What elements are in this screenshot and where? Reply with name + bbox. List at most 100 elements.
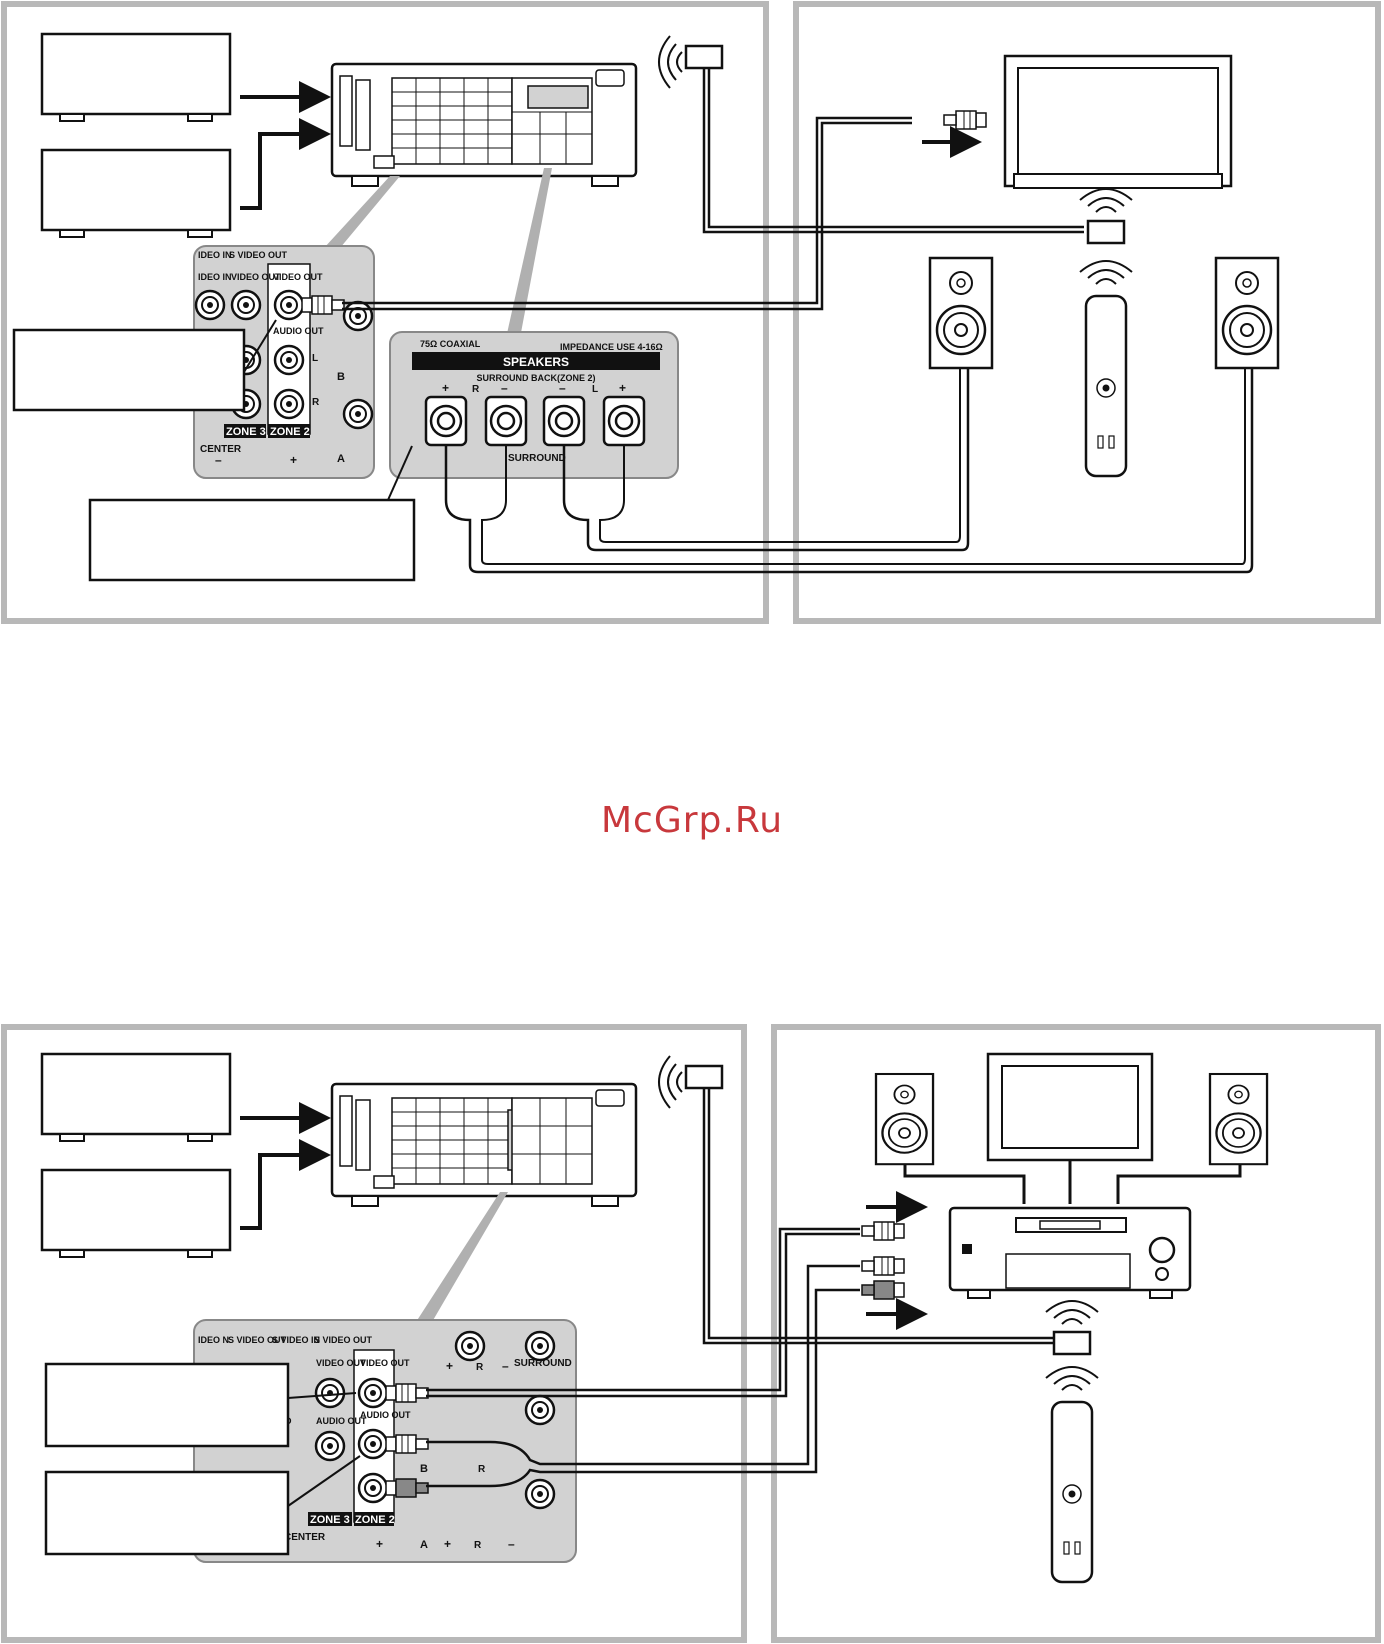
label-audio-out: AUDIO OUT: [273, 326, 324, 336]
b-label-b: B: [420, 1463, 428, 1475]
av-rca-video: [861, 1221, 905, 1241]
jack-video-out: [273, 289, 305, 321]
source-component-2: [40, 148, 232, 239]
ir-cable-inner: [707, 68, 1084, 229]
callout-pointer-2: [387, 445, 413, 501]
ir-waves-icon: [658, 35, 683, 89]
speaker-zone2-left: [874, 1072, 935, 1166]
arrow-source-4: [240, 1139, 331, 1230]
b-label-minus-2: –: [508, 1537, 515, 1551]
callout-box-3: [44, 1362, 290, 1448]
b-jack-right-1: [524, 1394, 556, 1426]
jack-panel-bottom: IDEO N S VIDEO OUT S VIDEO IN S VIDEO OU…: [193, 1319, 577, 1563]
receiver-rear-panel: [330, 62, 638, 187]
bottom-right-panel-frame: [771, 1024, 1381, 1643]
b-label-plus-3: +: [444, 1537, 451, 1551]
zoom-line-left: [324, 176, 400, 248]
label-surround-back: SURROUND BACK(ZONE 2): [477, 373, 596, 383]
b-jack-surround-2: [524, 1330, 556, 1362]
speaker-wire-r-outer: [444, 368, 1254, 574]
b-jack-audio-small: [314, 1430, 346, 1462]
b-label-a: A: [420, 1539, 428, 1551]
bottom-left-panel-frame: [1, 1024, 747, 1643]
b-label-surround: SURROUND: [514, 1358, 572, 1369]
remote-waves-zone2-icon: [1045, 1366, 1099, 1391]
sp-r: R: [472, 384, 480, 395]
label-r: R: [312, 397, 320, 408]
b-label-video-out-small: VIDEO OUT: [316, 1358, 366, 1368]
label-l: L: [312, 353, 318, 364]
sp-plus-2: +: [619, 381, 626, 395]
b-video-cable-outer: [426, 1227, 860, 1392]
label-video-out: VIDEO OUT: [273, 272, 323, 282]
b-jack-video-small: [314, 1377, 346, 1409]
label-zone3: ZONE 3: [226, 426, 266, 438]
b-label-ideo-n: IDEO N: [198, 1335, 229, 1345]
av-rca-audio-r: [861, 1280, 905, 1300]
b-jack-right-2: [524, 1478, 556, 1510]
label-speakers: SPEAKERS: [503, 355, 569, 369]
binding-post-l-minus: [542, 395, 586, 447]
label-zone2: ZONE 2: [270, 426, 310, 438]
ir-cable-bottom-outer: [702, 1088, 1058, 1345]
sp-minus-1: –: [501, 381, 508, 395]
ir-emitter-icon: [684, 44, 724, 70]
callout-pointer-1: [243, 319, 277, 373]
source-component-4: [40, 1168, 232, 1259]
av-rca-audio-l: [861, 1256, 905, 1276]
sp-minus-2: –: [559, 381, 566, 395]
b-label-audio-out-small: AUDIO OUT: [316, 1416, 367, 1426]
b-label-zone3: ZONE 3: [310, 1514, 350, 1526]
callout-pointer-3: [287, 1392, 357, 1399]
label-minus: –: [215, 453, 222, 467]
b-label-audio-out: AUDIO OUT: [360, 1410, 411, 1420]
binding-post-r-minus: [484, 395, 528, 447]
label-video-out-small: VIDEO OUT: [231, 272, 281, 282]
sp-l: L: [592, 384, 598, 395]
label-b: B: [337, 371, 345, 383]
label-surround: SURROUND: [508, 453, 566, 464]
b-audio-cable-r: [426, 1288, 860, 1488]
b-label-video-out: VIDEO OUT: [360, 1358, 410, 1368]
ir-waves-zone2-icon: [1045, 1300, 1099, 1325]
b-label-zone2: ZONE 2: [355, 1514, 395, 1526]
binding-post-l-plus: [602, 395, 646, 447]
top-left-panel-frame: [1, 1, 769, 624]
video-cable-inner: [342, 121, 912, 311]
ir-emitter-bottom-icon: [684, 1064, 724, 1090]
callout-box-1: [12, 328, 246, 412]
b-jack-surround-1: [454, 1330, 486, 1362]
speaker-zone2-right: [1208, 1072, 1269, 1166]
label-svideo-out: S VIDEO OUT: [229, 250, 288, 260]
label-plus: +: [290, 453, 297, 467]
sp-plus-1: +: [442, 381, 449, 395]
video-cable-outer: [342, 116, 912, 305]
jack-svideo-out: [230, 289, 262, 321]
callout-box-2: [88, 498, 416, 582]
label-ideo-in-1: IDEO IN: [198, 250, 232, 260]
b-label-plus-1: +: [446, 1359, 453, 1373]
label-ideo-in-2: IDEO IN: [198, 272, 232, 282]
label-impedance: IMPEDANCE USE 4-16Ω: [560, 342, 663, 352]
remote-control: [1084, 294, 1128, 478]
jack-audio-out-l: [273, 344, 305, 376]
ir-receiver-icon: [1086, 219, 1126, 245]
speaker-wire-l-inner: [599, 368, 961, 543]
ir-waves-bottom-icon: [658, 1055, 683, 1109]
av-receiver: [948, 1206, 1192, 1299]
b-jack-audio-out-r: [357, 1472, 389, 1504]
callout-pointer-4: [287, 1455, 361, 1507]
av-speaker-wires: [903, 1160, 1242, 1204]
tv-set: [1003, 54, 1233, 189]
remote-waves-icon: [1079, 260, 1133, 285]
callout-box-4: [44, 1470, 290, 1556]
jack-video-in: [194, 289, 226, 321]
b-jack-video-out: [357, 1377, 389, 1409]
ir-receiver-zone2-icon: [1052, 1330, 1092, 1356]
top-right-panel-frame: [793, 1, 1381, 624]
jack-audio-out-r: [273, 388, 305, 420]
remote-control-zone2: [1050, 1400, 1094, 1584]
watermark-text: McGrp.Ru: [600, 800, 784, 841]
b-label-svideo-out-2: S VIDEO OUT: [314, 1335, 373, 1345]
